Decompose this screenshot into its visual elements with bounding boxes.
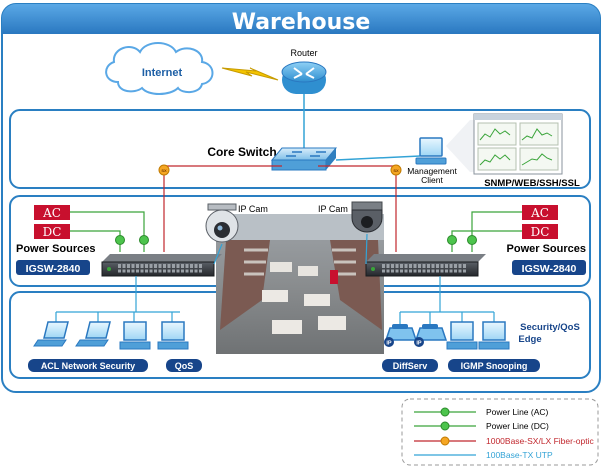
legend-item-dc: Power Line (DC) xyxy=(414,421,549,431)
desktop-2-icon xyxy=(157,321,189,350)
ip-badge-1-icon: IP xyxy=(384,337,394,347)
acl-badge xyxy=(28,359,148,372)
desktop-1-icon xyxy=(119,321,151,350)
power-sources-label-right: Power Sources xyxy=(507,243,586,255)
ac-label-left: AC xyxy=(42,206,61,220)
legend-item-utp: 100Base-TX UTP xyxy=(414,450,553,460)
legend-utp-label: 100Base-TX UTP xyxy=(486,450,553,460)
diffserv-badge xyxy=(382,359,438,372)
ip-cam-left-icon xyxy=(205,203,239,243)
model-label-right: IGSW-2840 xyxy=(522,263,577,275)
cam-link-right xyxy=(365,233,368,265)
fiber-badge-right-icon: SX xyxy=(390,164,402,176)
igmp-label: IGMP Snooping xyxy=(461,361,528,371)
mgmt-link xyxy=(335,155,421,161)
svg-text:SX: SX xyxy=(161,168,167,173)
laptop-2-icon xyxy=(75,321,111,347)
dc-badge-left-icon xyxy=(115,235,125,245)
model-badge-right xyxy=(512,260,586,275)
ip-phone-2-icon xyxy=(414,324,448,341)
svg-text:IP: IP xyxy=(386,341,392,347)
cam-link-left xyxy=(213,243,223,265)
ip-cam-right-label: IP Cam xyxy=(318,204,348,214)
ip-cam-right-icon xyxy=(351,201,383,233)
dc-label-right: DC xyxy=(531,225,550,239)
laptop-1-icon xyxy=(33,321,69,347)
acl-label: ACL Network Security xyxy=(41,361,135,371)
desktop-3-icon xyxy=(446,321,478,350)
diffserv-label: DiffServ xyxy=(393,361,428,371)
edge-utp-left xyxy=(55,276,180,322)
ip-badge-2-icon: IP xyxy=(414,337,424,347)
router-label: Router xyxy=(290,48,317,58)
security-qos-label-2: Edge xyxy=(518,334,541,345)
fiber-badge-left-icon: SX xyxy=(158,164,170,176)
legend-item-ac: Power Line (AC) xyxy=(414,407,549,417)
power-sources-label-left: Power Sources xyxy=(16,243,95,255)
legend-fiber-badge-icon xyxy=(440,436,450,446)
edge-utp-right xyxy=(399,276,495,324)
lightning-icon xyxy=(221,67,279,81)
warehouse-photo xyxy=(216,214,384,354)
internet-label: Internet xyxy=(142,67,183,79)
qos-badge xyxy=(166,359,202,372)
legend-fiber-label: 1000Base-SX/LX Fiber-optic xyxy=(486,436,594,446)
dc-source-right xyxy=(522,224,558,239)
model-badge-left xyxy=(16,260,90,275)
ac-source-right xyxy=(522,205,558,220)
management-client-computer-icon xyxy=(415,137,447,165)
snmp-label: SNMP/WEB/SSH/SSL xyxy=(484,178,580,189)
management-label-2: Client xyxy=(421,175,443,185)
svg-text:SX: SX xyxy=(393,168,399,173)
legend-dc-label: Power Line (DC) xyxy=(486,421,549,431)
legend-ac-label: Power Line (AC) xyxy=(486,407,549,417)
page-title: Warehouse xyxy=(232,10,371,35)
legend-item-fiber: 1000Base-SX/LX Fiber-optic xyxy=(414,436,594,446)
router-icon xyxy=(281,61,327,94)
ac-badge-left-icon xyxy=(139,235,149,245)
legend-box xyxy=(401,398,599,466)
management-label-1: Management xyxy=(407,166,457,176)
ac-badge-right-icon xyxy=(467,235,477,245)
internet-cloud-icon xyxy=(105,42,214,95)
model-label-left: IGSW-2840 xyxy=(26,263,81,275)
qos-label: QoS xyxy=(175,361,194,371)
legend-ac-badge-icon xyxy=(440,407,450,417)
ip-cam-left-label: IP Cam xyxy=(238,204,268,214)
desktop-4-icon xyxy=(478,321,510,350)
dc-label-left: DC xyxy=(43,225,62,239)
dc-source-left xyxy=(34,224,70,239)
dc-badge-right-icon xyxy=(447,235,457,245)
core-switch-label: Core Switch xyxy=(207,145,276,159)
igsw-switch-left-icon xyxy=(101,254,222,277)
legend-dc-badge-icon xyxy=(440,421,450,431)
security-qos-label-1: Security/QoS xyxy=(520,322,580,333)
management-screenshot xyxy=(446,113,563,175)
igsw-switch-right-icon xyxy=(365,254,486,277)
ac-label-right: AC xyxy=(530,206,549,220)
header-bar xyxy=(2,4,600,34)
svg-text:IP: IP xyxy=(416,341,422,347)
core-switch-icon xyxy=(270,147,338,171)
igmp-badge xyxy=(448,359,540,372)
ac-source-left xyxy=(34,205,70,220)
